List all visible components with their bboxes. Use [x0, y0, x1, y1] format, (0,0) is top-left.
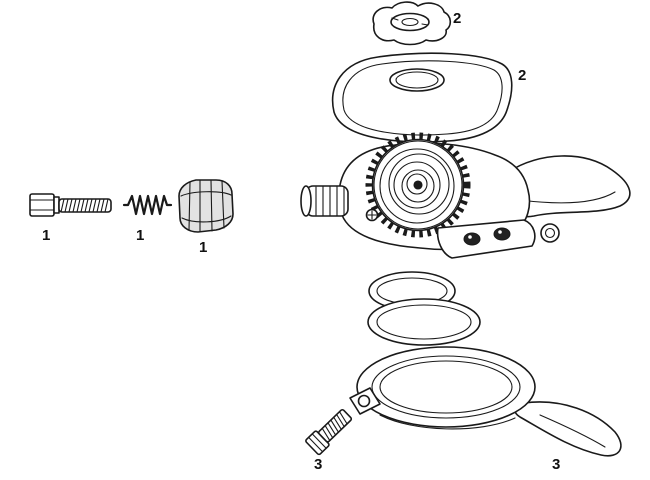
o-ring-lower	[368, 299, 480, 345]
top-cover-drawing	[333, 53, 512, 142]
gear-teeth-ring	[369, 136, 467, 234]
bolt-thread-lines	[61, 199, 108, 212]
part-label-hex-bolt: 1	[42, 227, 50, 244]
barrel-adjuster	[301, 186, 348, 216]
part-label-cable-anchor-block: 1	[199, 239, 207, 256]
body-screw-detail	[367, 210, 378, 221]
part-label-clamp-lever: 3	[552, 456, 560, 473]
coil-spring-drawing	[124, 196, 171, 214]
clamp-bolt-thread-lines	[320, 412, 349, 441]
clamp-lever-drawing	[350, 347, 621, 456]
return-spring-spiral	[374, 141, 462, 229]
part-label-coil-spring: 1	[136, 227, 144, 244]
lower-bracket	[438, 220, 535, 258]
hex-bolt-drawing	[30, 194, 111, 216]
clamp-bolt-drawing	[305, 407, 354, 455]
adjuster-dial-drawing	[373, 2, 450, 44]
cable-anchor-block-drawing	[179, 180, 233, 232]
part-label-clamp-bolt: 3	[314, 456, 322, 473]
part-label-adjuster-dial: 2	[453, 10, 461, 27]
clamp-lever-blade	[515, 402, 621, 456]
shifter-body-drawing	[301, 136, 630, 258]
mount-nut	[541, 224, 559, 242]
part-label-top-cover: 2	[518, 67, 526, 84]
clamp-bolt-boss	[350, 388, 380, 414]
